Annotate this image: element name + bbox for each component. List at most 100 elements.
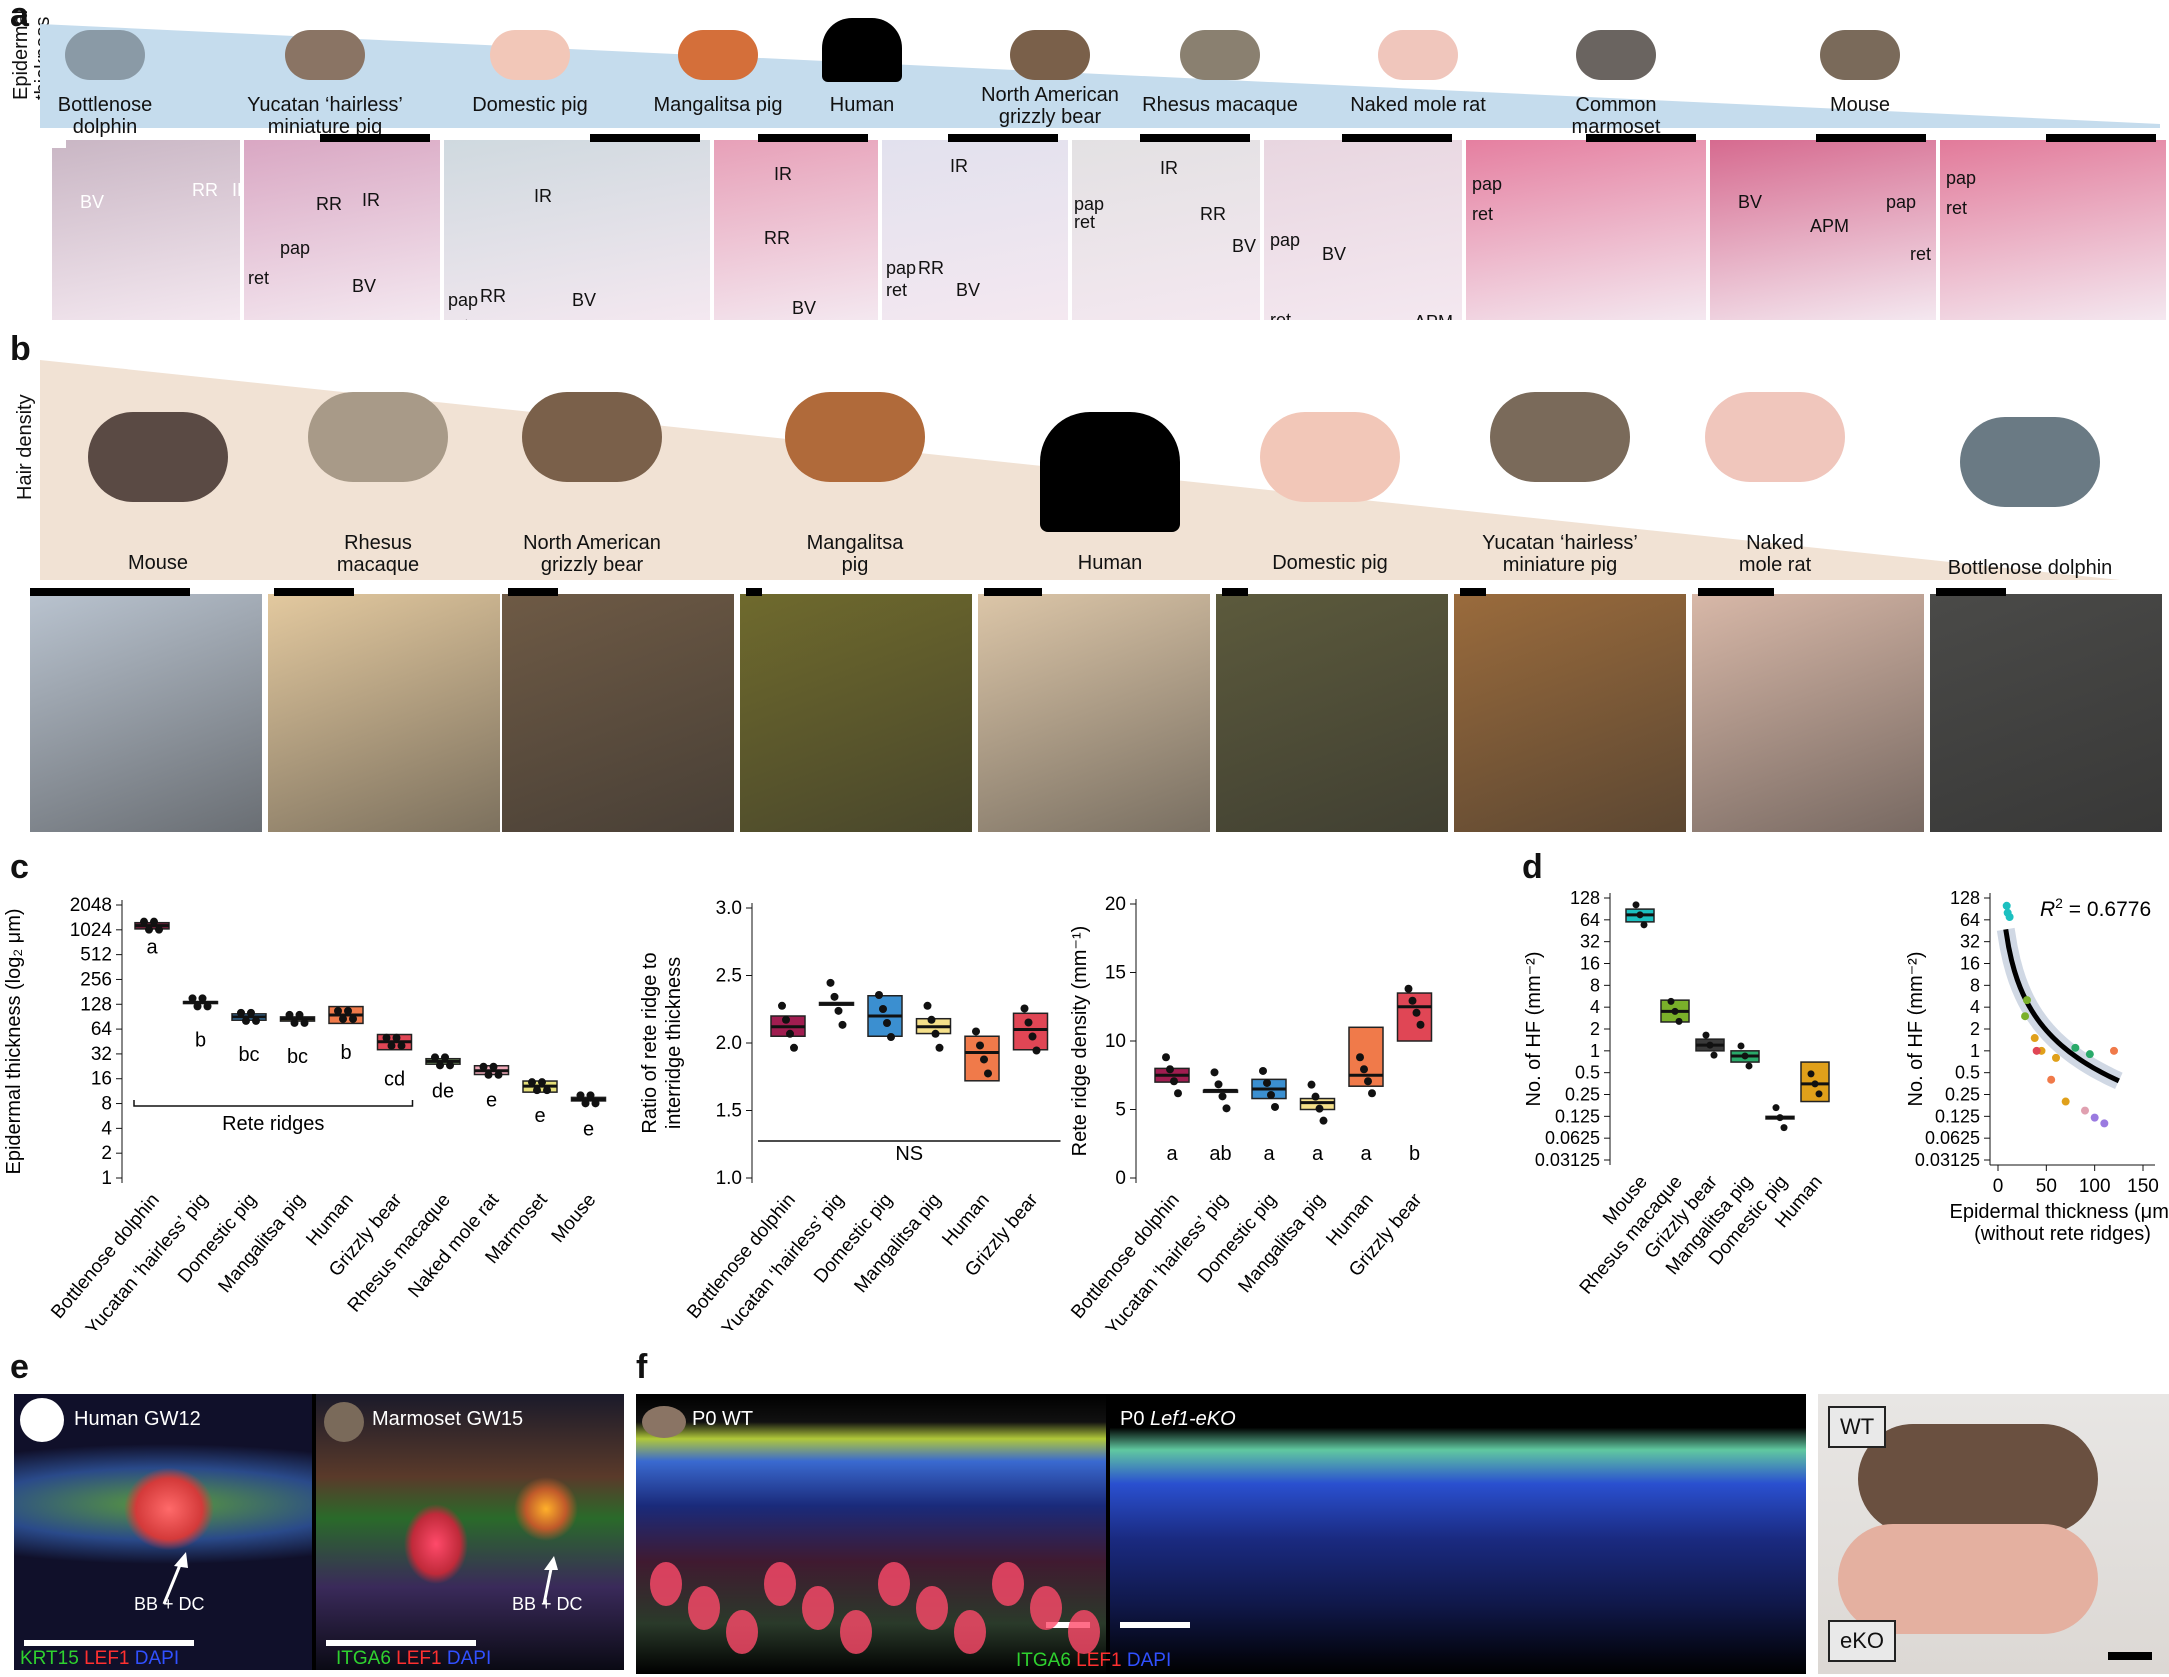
data-point xyxy=(1776,1114,1784,1122)
tick-label: 0 xyxy=(1115,1168,1126,1189)
confidence-band xyxy=(1996,927,2123,1090)
data-point xyxy=(1263,1078,1271,1087)
significance-letter: e xyxy=(534,1105,545,1127)
data-point xyxy=(980,1055,988,1064)
data-point xyxy=(935,1043,944,1052)
data-point xyxy=(576,1091,585,1100)
species-label: Human xyxy=(1077,552,1143,574)
tick-label: 1 xyxy=(1970,1041,1980,1061)
significance-letter: e xyxy=(486,1090,497,1112)
dermoscopy-image xyxy=(502,594,734,832)
data-point xyxy=(883,1019,891,1027)
tick-label: 32 xyxy=(1580,932,1600,952)
data-point xyxy=(923,1001,932,1010)
data-point xyxy=(1416,1020,1425,1029)
data-point xyxy=(344,1006,352,1015)
data-point xyxy=(387,1041,396,1050)
marmoset-gw15-image: Marmoset GW15 BB + DC xyxy=(316,1394,624,1670)
marmoset-head-icon xyxy=(324,1402,364,1442)
species-silhouette xyxy=(285,30,365,80)
histology-image: papBVretAPM xyxy=(1264,140,1462,320)
data-point xyxy=(446,1061,454,1070)
data-point xyxy=(830,992,839,1001)
data-point xyxy=(1311,1092,1320,1101)
data-point xyxy=(1166,1065,1174,1074)
scale-bar xyxy=(1140,134,1250,142)
tick-label: 4 xyxy=(1590,997,1600,1017)
scale-bar xyxy=(2046,134,2156,142)
data-point xyxy=(198,994,207,1003)
data-point xyxy=(1162,1053,1170,1062)
histology-annotation: IR xyxy=(362,190,380,210)
data-point xyxy=(976,1041,984,1050)
data-point xyxy=(494,1070,503,1079)
data-point xyxy=(1741,1052,1749,1060)
histology-annotation: BV xyxy=(956,280,981,300)
tick-label: 0.125 xyxy=(1555,1106,1600,1126)
data-point xyxy=(1315,1104,1324,1113)
significance-letter: a xyxy=(1360,1143,1372,1165)
species-silhouette xyxy=(678,30,758,80)
r2-label: R2 = 0.6776 xyxy=(2040,895,2151,921)
data-point xyxy=(252,1016,260,1025)
data-point xyxy=(1218,1092,1227,1101)
rete-ridges-bracket xyxy=(133,1100,414,1107)
data-point xyxy=(334,1006,342,1015)
species-label: Yucatan ‘hairless’ miniature pig xyxy=(247,94,403,138)
scale-bar xyxy=(1936,588,2006,596)
data-point xyxy=(150,917,158,926)
species-label: Domestic pig xyxy=(472,94,588,116)
box xyxy=(1348,1026,1384,1087)
data-point xyxy=(826,978,835,987)
histology-annotation: ret xyxy=(1946,198,1968,218)
panel-e-stain-1: KRT15 LEF1 DAPI xyxy=(20,1648,180,1669)
hair-follicle xyxy=(802,1586,834,1630)
x-axis-label: (without rete ridges) xyxy=(1974,1223,2151,1245)
data-point xyxy=(581,1099,590,1108)
species-silhouette xyxy=(522,392,662,482)
histology-annotation: pap xyxy=(1886,192,1917,212)
species-label: Human xyxy=(829,94,895,116)
scale-bar xyxy=(948,134,1058,142)
wt-eko-photo: WT eKO xyxy=(1818,1394,2169,1674)
panel-f-stain: ITGA6 LEF1 DAPI xyxy=(1016,1650,1172,1671)
histology-annotation: BV xyxy=(1322,244,1347,264)
species-label: Naked mole rat xyxy=(1738,532,1812,576)
x-axis-label: Epidermal thickness (μm) xyxy=(1949,1201,2169,1223)
data-point xyxy=(1028,1032,1037,1041)
histology-annotation: pap xyxy=(1074,194,1105,214)
histology-annotation: ret xyxy=(448,316,469,320)
tick-label: 10 xyxy=(1105,1031,1126,1052)
ns-label: NS xyxy=(895,1143,923,1165)
tick-label: 128 xyxy=(80,994,112,1015)
box xyxy=(1012,1012,1049,1051)
tick-label: 4 xyxy=(1970,997,1980,1017)
data-point xyxy=(2002,901,2011,910)
data-point xyxy=(1811,1080,1819,1088)
data-point xyxy=(2047,1075,2056,1084)
hair-follicle xyxy=(840,1610,872,1654)
dermoscopy-image xyxy=(1454,594,1686,832)
scale-bar xyxy=(746,588,762,596)
species-silhouette xyxy=(88,412,228,502)
data-point xyxy=(1170,1077,1178,1086)
p0-wt-title: P0 WT xyxy=(692,1408,754,1430)
data-point xyxy=(479,1062,488,1071)
data-point xyxy=(1745,1062,1753,1070)
histology-annotation: RR xyxy=(316,194,342,214)
data-point xyxy=(887,1033,895,1041)
significance-letter: e xyxy=(583,1118,594,1140)
data-point xyxy=(1032,1046,1041,1055)
data-point xyxy=(1259,1066,1267,1075)
histology-annotation: pap xyxy=(448,290,479,310)
histology-annotation: IR xyxy=(774,164,792,184)
scale-bar xyxy=(984,588,1042,596)
tick-label: 0.25 xyxy=(1945,1085,1980,1105)
scale-bar xyxy=(52,140,66,148)
panel-e-frame: Human GW12 BB + DC Marmoset GW15 BB + DC… xyxy=(14,1394,624,1670)
panel-label-c: c xyxy=(10,848,29,886)
species-label: North American grizzly bear xyxy=(981,84,1119,128)
species-label: Mangalitsa pig xyxy=(806,532,904,576)
scale-bar xyxy=(326,1640,476,1646)
